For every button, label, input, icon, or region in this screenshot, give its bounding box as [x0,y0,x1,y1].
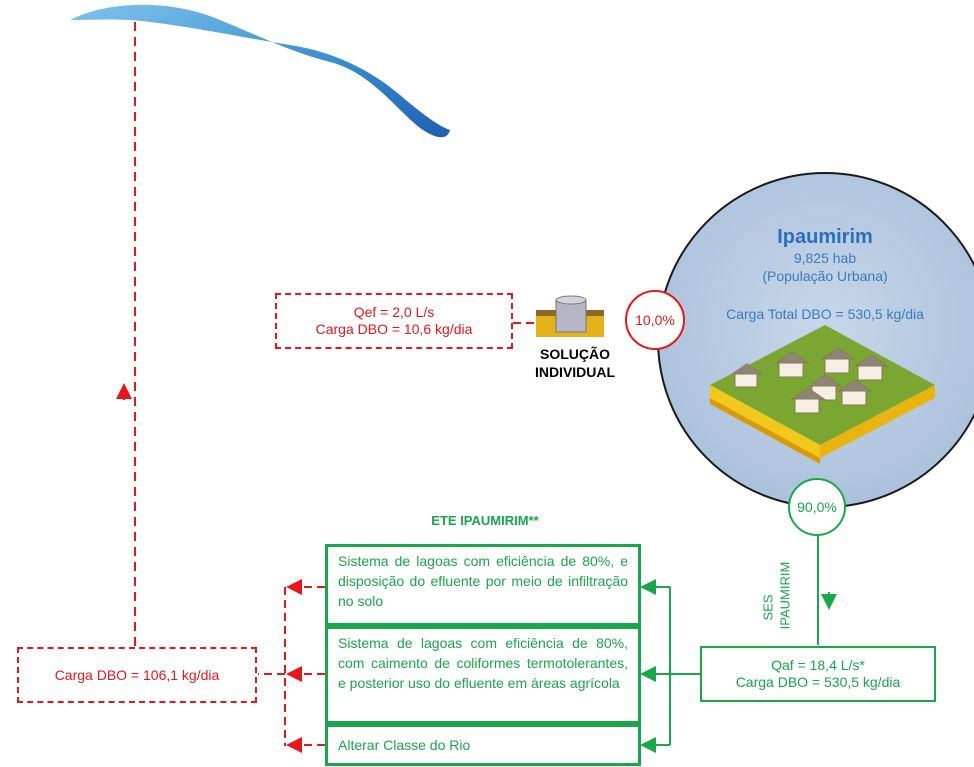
ses-label-line1: SES [760,594,776,621]
individual-percent-badge: 10,0% [625,290,685,350]
ete-title: ETE IPAUMIRIM** [431,513,539,528]
ete-option-3: Alterar Classe do Rio [325,724,641,766]
discharge-load: Carga DBO = 106,1 kg/dia [54,666,220,683]
individual-solution-box: Qef = 2,0 L/s Carga DBO = 10,6 kg/dia [275,293,513,349]
individual-flow: Qef = 2,0 L/s [353,304,435,320]
ses-label-line2: IPAUMIRIM [777,561,793,630]
city-houses-icon [710,325,935,464]
city-population: 9,825 hab [793,250,857,266]
river-icon [70,4,450,138]
ses-flow: Qaf = 18,4 L/s* [771,657,865,673]
ses-load: Carga DBO = 530,5 kg/dia [735,674,901,690]
city-total-load: Carga Total DBO = 530,5 kg/dia [726,306,924,322]
septic-tank-icon [536,295,604,337]
city-population-note: (População Urbana) [762,268,888,284]
city-name: Ipaumirim [777,226,873,248]
ses-percent-badge: 90,0% [788,478,846,536]
ete-option-2: Sistema de lagoas com eficiência de 80%,… [325,626,641,724]
discharge-load-box: Carga DBO = 106,1 kg/dia [17,647,257,703]
individual-load: Carga DBO = 10,6 kg/dia [315,321,473,337]
individual-label-line1: SOLUÇÃO [540,346,610,362]
ses-flow-box: Qaf = 18,4 L/s* Carga DBO = 530,5 kg/dia [700,646,936,702]
ete-option-1: Sistema de lagoas com eficiência de 80%,… [325,544,641,626]
individual-label-line2: INDIVIDUAL [534,364,616,380]
